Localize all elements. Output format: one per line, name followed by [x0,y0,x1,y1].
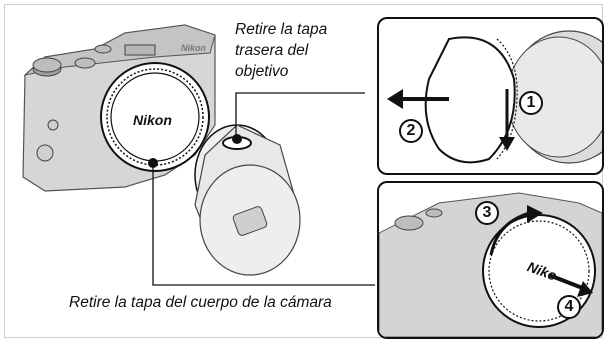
inset-rear-cap-art [387,30,602,164]
svg-text:Nikon: Nikon [181,43,207,53]
body-cap-drawing [100,62,210,172]
body-cap-caption: Retire la tapa del cuerpo de la cámara [69,294,332,311]
rear-cap-caption-line-2: trasera del [235,42,309,59]
step-3-badge: 3 [475,201,499,225]
step-1-badge: 1 [519,91,543,115]
callout-lines [152,92,375,286]
step-4-badge: 4 [557,295,581,319]
rear-cap-caption-line-1: Retire la tapa [235,21,328,38]
step-2-badge: 2 [399,119,423,143]
lens-drawing [194,124,301,276]
inset-rear-cap-removal: 1 2 [377,17,604,175]
inset-body-cap-removal: Niko 3 4 [377,181,604,339]
rear-cap-caption-line-3: objetivo [235,63,289,80]
rear-cap-caption: Retire la tapa trasera del objetivo [235,19,365,82]
body-cap-brand: Nikon [133,112,172,128]
figure-frame: Nikon Nikon Retire la tapa tra [4,4,604,339]
main-illustration: Nikon Nikon [22,24,375,286]
